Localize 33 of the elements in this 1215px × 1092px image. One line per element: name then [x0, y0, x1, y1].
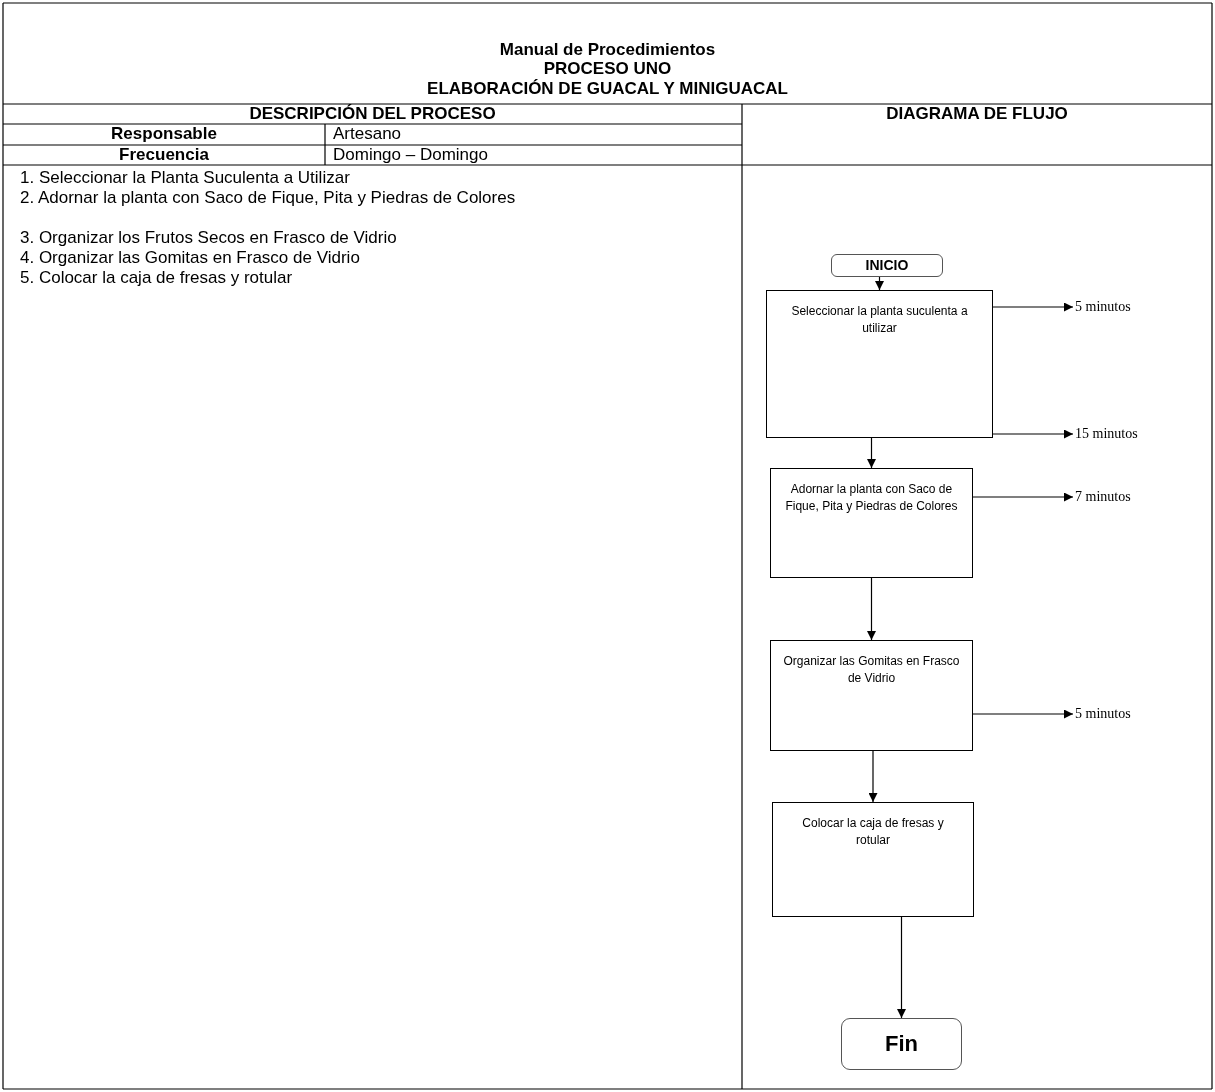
arrow — [992, 302, 1074, 312]
column-heading: DIAGRAMA DE FLUJO — [885, 104, 1069, 124]
duration-label: 15 minutos — [1075, 425, 1138, 443]
arrow — [972, 492, 1074, 502]
column-heading: DESCRIPCIÓN DEL PROCESO — [248, 104, 497, 124]
process-heading: PROCESO UNO — [542, 59, 673, 79]
end-terminal: Fin — [841, 1018, 962, 1070]
row-heading: Responsable — [110, 124, 218, 144]
process-box: Colocar la caja de fresas y rotular — [772, 802, 974, 917]
row-heading: Frecuencia — [118, 145, 210, 165]
row-value: Artesano — [333, 124, 402, 144]
list-item: 5. Colocar la caja de fresas y rotular — [20, 268, 294, 288]
arrow — [875, 276, 884, 291]
list-item: 2. Adornar la planta con Saco de Fique, Pita y Piedras de Colores — [20, 188, 517, 208]
list-item: 4. Organizar las Gomitas en Frasco de Vidrio — [20, 248, 361, 268]
list-item: 1. Seleccionar la Planta Suculenta a Utilizar — [20, 168, 351, 188]
arrow — [897, 916, 906, 1019]
duration-label: 5 minutos — [1075, 298, 1131, 316]
process-box: Adornar la planta con Saco de Fique, Pita y Piedras de Colores — [770, 468, 973, 578]
process-heading: ELABORACIÓN DE GUACAL Y MINIGUACAL — [426, 79, 789, 99]
arrow — [867, 437, 876, 469]
arrow — [868, 750, 878, 803]
duration-label: 5 minutos — [1075, 705, 1131, 723]
process-box: Organizar las Gomitas en Frasco de Vidrio — [770, 640, 973, 751]
process-box: Seleccionar la planta suculenta a utilizar — [766, 290, 993, 438]
start-terminal: INICIO — [831, 254, 943, 277]
row-value: Domingo – Domingo — [333, 145, 488, 165]
document-title: Manual de Procedimientos — [498, 40, 717, 60]
list-item: 3. Organizar los Frutos Secos en Frasco de Vidrio — [20, 228, 398, 248]
duration-label: 7 minutos — [1075, 488, 1131, 506]
arrow — [972, 709, 1074, 719]
arrow — [867, 577, 876, 641]
arrow — [992, 429, 1074, 439]
